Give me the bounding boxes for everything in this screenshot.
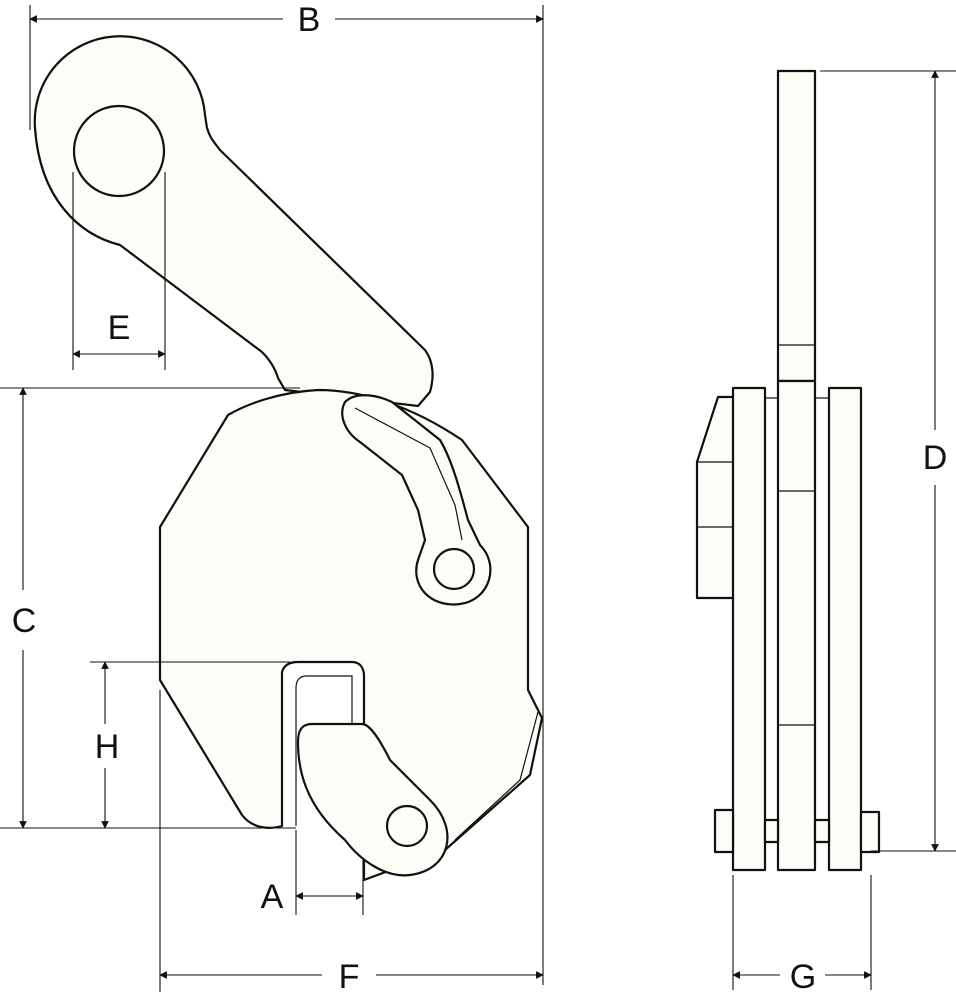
dimension-label-B: B bbox=[298, 1, 321, 39]
eye-hole bbox=[72, 104, 166, 198]
jaw-detail bbox=[295, 675, 353, 826]
lever-detail bbox=[354, 407, 463, 541]
dimension-label-H: H bbox=[95, 728, 120, 766]
dimension-E: E bbox=[72, 172, 166, 370]
dimension-label-E: E bbox=[108, 309, 131, 347]
dimension-label-F: F bbox=[339, 958, 360, 996]
lifting-eye bbox=[33, 35, 434, 408]
lever-pin bbox=[432, 547, 476, 591]
side-view bbox=[695, 69, 881, 872]
side-cam-block bbox=[776, 379, 817, 872]
dimension-label-D: D bbox=[923, 439, 948, 477]
dimension-label-C: C bbox=[12, 602, 37, 640]
side-plate-left bbox=[731, 386, 767, 872]
dimension-B: B bbox=[29, 1, 544, 985]
side-lever-housing bbox=[695, 395, 737, 600]
dimension-H: H bbox=[90, 661, 290, 829]
dimension-D: D bbox=[820, 70, 956, 852]
dimension-F: F bbox=[159, 690, 544, 996]
side-plate-right bbox=[827, 386, 863, 872]
dimension-A: A bbox=[261, 830, 364, 916]
dimension-label-A: A bbox=[261, 878, 284, 916]
side-pin-left bbox=[713, 808, 735, 854]
dimension-C: C bbox=[0, 387, 300, 829]
side-pin-right bbox=[859, 810, 881, 854]
dimension-label-G: G bbox=[790, 958, 816, 996]
cam-pin bbox=[385, 804, 429, 848]
body-edge-detail bbox=[454, 711, 539, 841]
dimension-G: G bbox=[732, 875, 872, 996]
front-view bbox=[33, 35, 544, 882]
side-shackle bbox=[776, 69, 817, 383]
